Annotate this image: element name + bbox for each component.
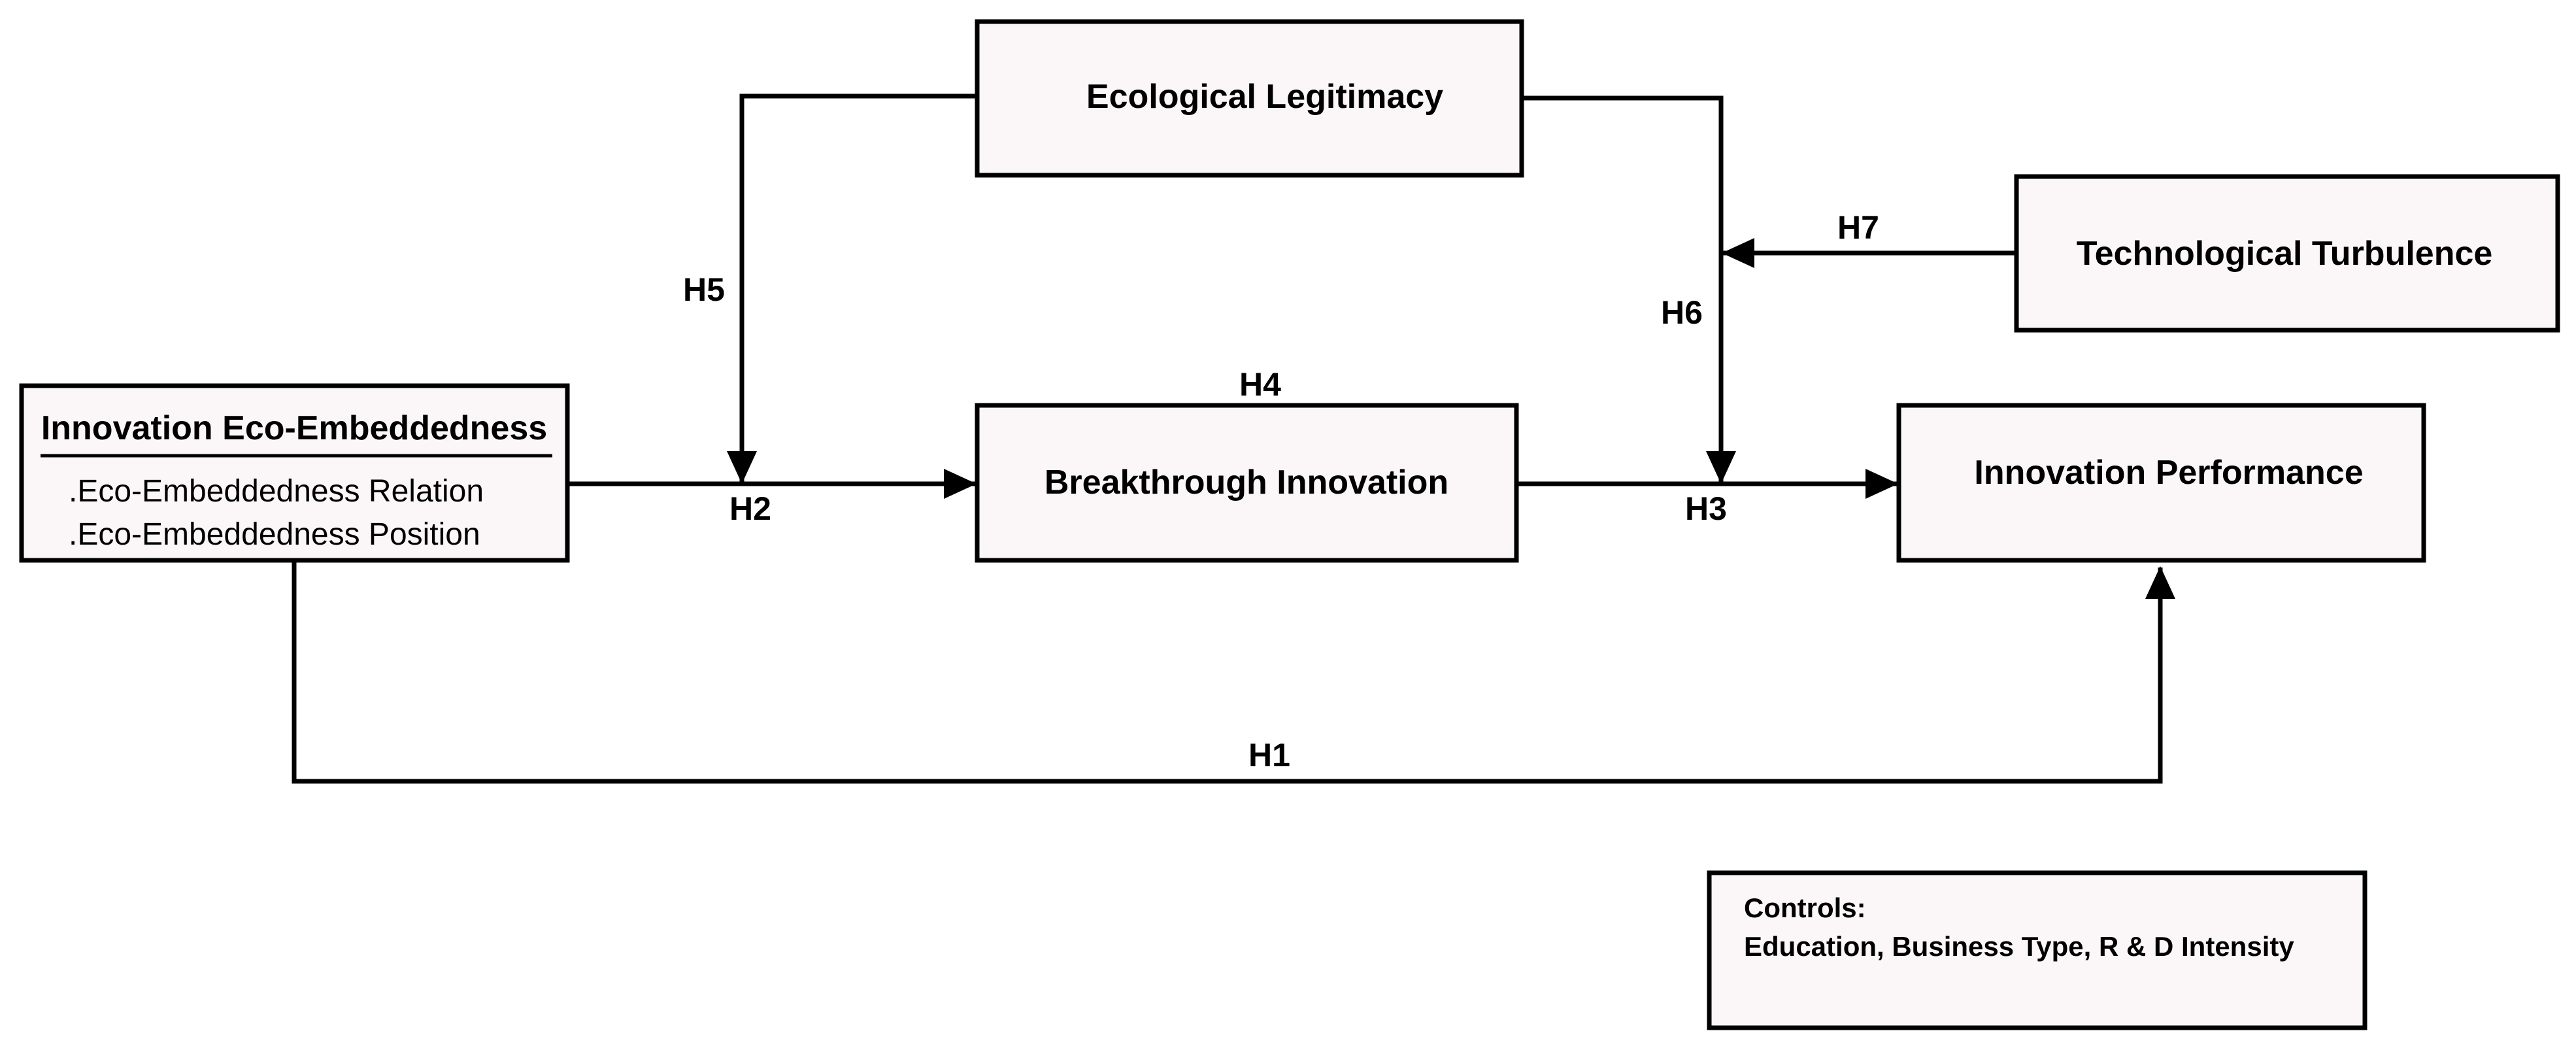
label-h5: H5 <box>683 271 725 308</box>
eco-embeddedness-relation: .Eco-Embeddedness Relation <box>69 474 484 509</box>
breakthrough-innovation-title: Breakthrough Innovation <box>1045 464 1448 501</box>
label-h2: H2 <box>729 490 771 527</box>
controls-list: Education, Business Type, R & D Intensit… <box>1744 931 2294 962</box>
technological-turbulence-title: Technological Turbulence <box>2077 235 2493 273</box>
box-innovation-performance: Innovation Performance <box>1896 403 2426 563</box>
label-h7: H7 <box>1837 209 1879 246</box>
box-ecological-legitimacy: Ecological Legitimacy <box>975 19 1524 178</box>
label-h3: H3 <box>1685 490 1727 527</box>
box-technological-turbulence: Technological Turbulence <box>2014 174 2560 333</box>
box-innovation-eco-embeddedness: Innovation Eco-Embeddedness .Eco-Embedde… <box>19 383 570 563</box>
arrow-h6 <box>1522 95 1736 484</box>
eco-embeddedness-position: .Eco-Embeddedness Position <box>69 517 480 552</box>
arrow-h5 <box>727 93 977 484</box>
controls-heading: Controls: <box>1744 892 1866 923</box>
box-breakthrough-innovation: Breakthrough Innovation <box>975 403 1519 563</box>
arrow-h1 <box>292 561 2175 784</box>
label-h1: H1 <box>1248 737 1290 773</box>
box-controls: Controls: Education, Business Type, R & … <box>1707 870 2367 1030</box>
innovation-performance-title: Innovation Performance <box>1974 454 2363 492</box>
ecological-legitimacy-title: Ecological Legitimacy <box>1086 78 1443 116</box>
label-h6: H6 <box>1661 294 1703 331</box>
label-h4: H4 <box>1239 366 1281 403</box>
eco-embeddedness-title: Innovation Eco-Embeddedness <box>41 409 547 447</box>
